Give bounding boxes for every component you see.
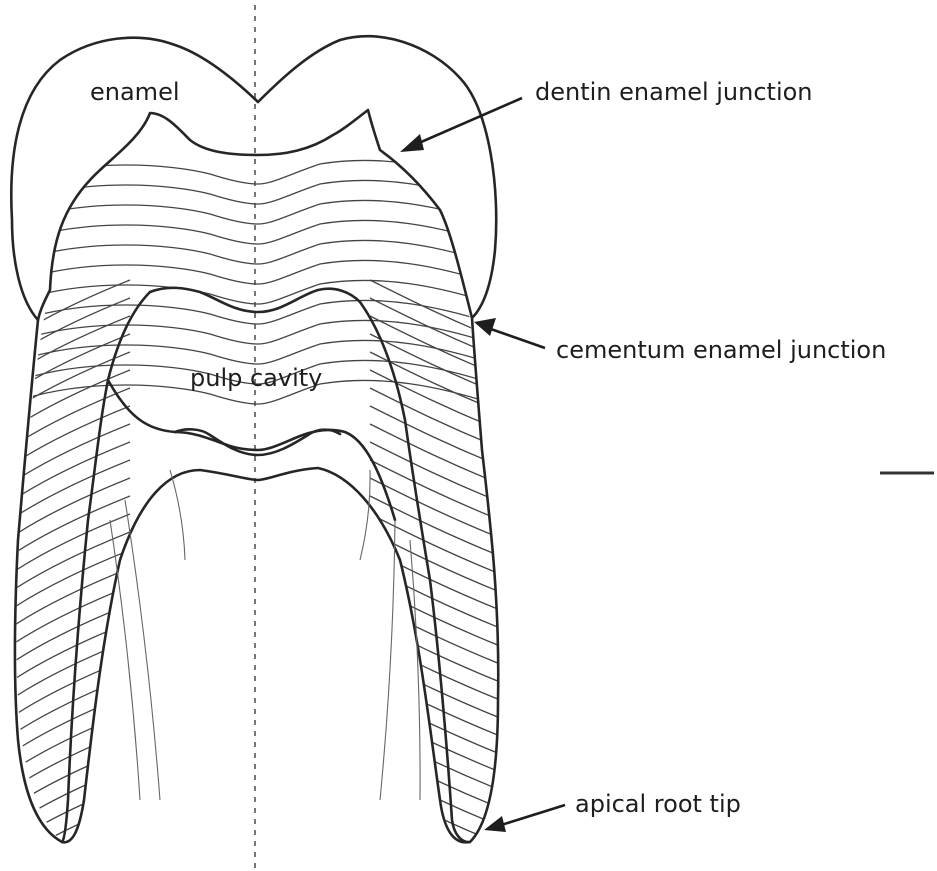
root-hatch-line (370, 676, 505, 738)
enamel-outline (11, 36, 496, 320)
dentin-hatch-line (20, 160, 500, 186)
arrow-apical-root-tip (484, 805, 565, 832)
root-hatch-line (370, 388, 505, 450)
root-hatch-line (370, 802, 505, 864)
label-dentin-enamel-junction: dentin enamel junction (535, 78, 813, 106)
canal-line (125, 500, 160, 800)
label-cementum-enamel-junction: cementum enamel junction (556, 336, 886, 364)
arrow-cementum-enamel-junction (474, 318, 545, 348)
root-hatch-line (370, 694, 505, 756)
canal-line (360, 470, 370, 560)
root-hatch-line (370, 514, 505, 576)
label-pulp-cavity: pulp cavity (190, 364, 322, 392)
canal-line (380, 520, 395, 800)
root-hatch-line (370, 532, 505, 594)
root-hatch-line (370, 712, 505, 774)
label-apical-root-tip: apical root tip (575, 790, 741, 818)
root-hatch-line (370, 568, 505, 630)
root-canal-lines (110, 470, 420, 800)
root-hatch-line (370, 370, 505, 432)
arrow-dentin-enamel-junction (400, 98, 522, 152)
label-enamel: enamel (90, 78, 180, 106)
root-hatch-line (370, 406, 505, 468)
canal-line (170, 470, 185, 560)
root-hatch-line (370, 550, 505, 612)
canal-line (410, 540, 420, 800)
canal-line (110, 520, 140, 800)
